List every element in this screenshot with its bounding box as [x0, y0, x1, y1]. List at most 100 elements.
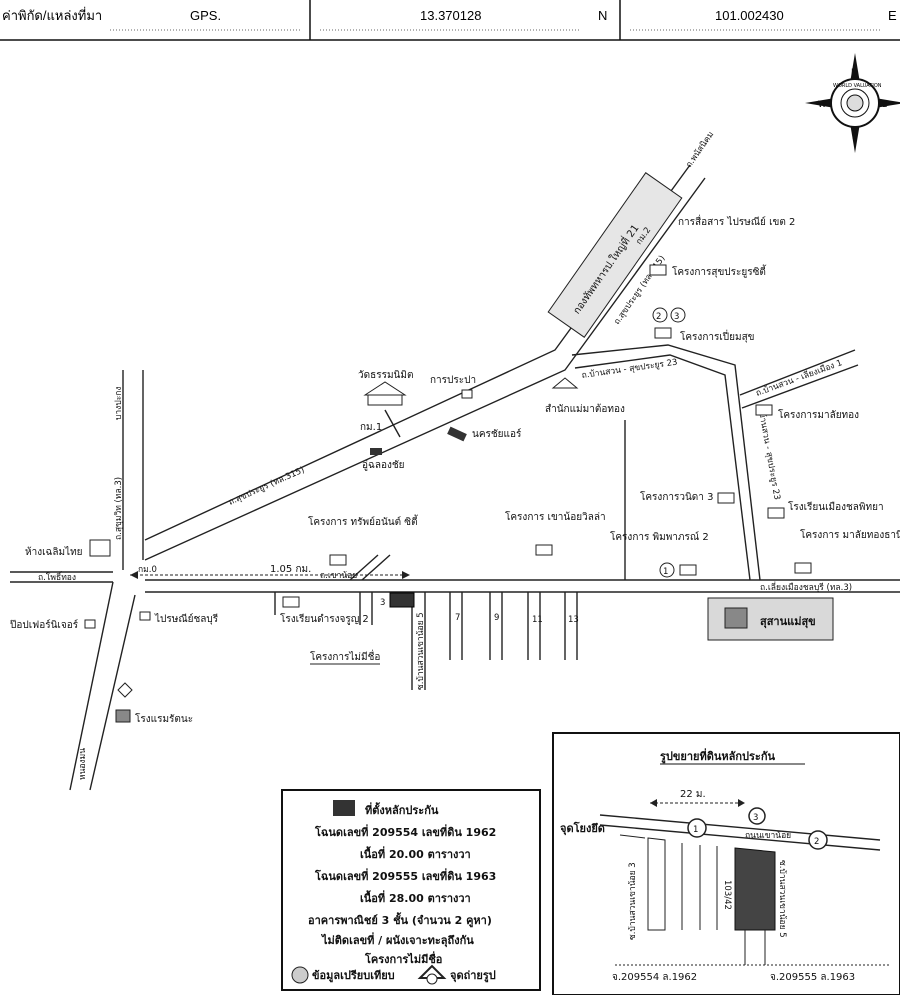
road-sukhumvit-label: ถ.สุขุมวิท (ทล.3) — [114, 477, 124, 540]
road-liangmueang-label: ถ.เลี่ยงเมืองชลบุรี (ทล.3) — [760, 581, 852, 593]
inset-house-number: 103/42 — [722, 880, 732, 910]
longitude-value: 101.002430 — [715, 8, 784, 23]
latitude-direction: N — [598, 8, 607, 23]
marker-3-label: 3 — [674, 312, 679, 322]
post-label: ไปรษณีย์ชลบุรี — [154, 613, 219, 625]
inset-deed2: จ.209555 ล.1963 — [770, 972, 855, 983]
collateral-site — [389, 592, 415, 608]
house-icon — [649, 264, 667, 276]
road-bangpakong-label: บางปะกง — [114, 386, 124, 420]
temple-icon — [363, 381, 407, 396]
legend-line7: โครงการไม่มีชื่อ — [364, 951, 442, 966]
marker-1-icon — [659, 562, 675, 578]
shop-icon — [117, 682, 133, 698]
marker-3-icon — [670, 307, 686, 323]
school-muang-label: โรงเรียนเมืองชลพิทยา — [788, 500, 884, 513]
p-pimpa-label: โครงการ พิมพาภรณ์ 2 — [610, 530, 709, 543]
cemetery-icon — [724, 607, 748, 629]
school-icon — [767, 507, 785, 519]
legend-line2: เนื้อที่ 20.00 ตารางวา — [360, 846, 471, 861]
legend-line5: อาคารพาณิชย์ 3 ชั้น (จำนวน 2 คูหา) — [308, 912, 492, 928]
distance-label: 1.05 กม. — [270, 564, 311, 575]
road-network — [10, 164, 900, 791]
inset-enlargement: รูปขยายที่ดินหลักประกัน 22 ม. จุดโยงยึด … — [552, 732, 900, 995]
maechi-label: สำนักแม่มาต้อทอง — [545, 403, 625, 415]
longitude-direction: E — [888, 8, 897, 23]
coord-source: GPS. — [190, 8, 221, 23]
compass-n: N — [851, 68, 857, 78]
bus-icon — [447, 426, 467, 442]
soi-11-label: 11 — [532, 615, 543, 625]
place-markers: โครงการสุขประยูรซิตี้ การสื่อสาร ไปรษณีย… — [9, 214, 900, 725]
p-maletong2-label: โครงการ มาลัยทองธานี 2 — [800, 528, 900, 541]
school-dam-label: โรงเรียนดำรงจรูญ 2 — [280, 612, 369, 625]
cat-label: การสื่อสาร ไปรษณีย์ เขต 2 — [678, 214, 795, 228]
house-icon — [329, 554, 347, 566]
house-icon — [679, 564, 697, 576]
compass-e: E — [882, 100, 887, 110]
marker-2-label: 2 — [656, 312, 661, 322]
popper-label: ป๊อปเฟอร์นิเจอร์ — [9, 619, 78, 631]
hotel-label: โรงแรมรัตนะ — [135, 712, 193, 725]
inset-anchor: จุดโยงยึด — [560, 821, 605, 836]
inset-road: ถนนเขาน้อย — [745, 830, 791, 841]
inset-marker-3-icon — [748, 807, 766, 825]
p-maletong-label: โครงการมาลัยทอง — [778, 408, 859, 421]
inset-marker-2: 2 — [814, 837, 819, 847]
inset-soi-right: ซ.บ้านสวนเขาน้อย 5 — [777, 860, 788, 938]
soi-3-label: 3 — [380, 598, 385, 608]
marker-1-label: 1 — [663, 567, 668, 577]
soi-9-label: 9 — [494, 613, 499, 623]
p-khaonoi-label: โครงการ เขาน้อยวิลล่า — [505, 510, 606, 523]
house-icon — [717, 492, 735, 504]
coordinate-header: ค่าพิกัด/แหล่งที่มา GPS. 13.370128 N 101… — [0, 0, 900, 41]
road-phanat-label: ถ.พนัสนิคม — [684, 130, 716, 170]
inset-marker-2-icon — [808, 830, 828, 850]
wat-label: วัดธรรมนิมิต — [358, 370, 413, 381]
p-pleamsuk-label: โครงการเปี่ยมสุข — [680, 329, 755, 343]
legend-box: ที่ตั้งหลักประกัน โฉนดเลขที่ 209554 เลขท… — [281, 789, 541, 991]
post-icon — [139, 611, 151, 621]
house-icon — [794, 562, 812, 574]
inset-marker-1: 1 — [693, 825, 698, 835]
p-wanida-label: โครงการวนิดา 3 — [640, 490, 713, 503]
inset-width: 22 ม. — [680, 789, 706, 800]
road-khaonoi-label: ถ.เขาน้อย — [320, 570, 357, 581]
legend-line1: โฉนดเลขที่ 209554 เลขที่ดิน 1962 — [314, 824, 496, 839]
legend-line3: โฉนดเลขที่ 209555 เลขที่ดิน 1963 — [314, 868, 496, 883]
legend-line6: ไม่ติดเลขที่ / ผนังเจาะทะลุถึงกัน — [320, 932, 474, 948]
soi-7-label: 7 — [455, 613, 460, 623]
coord-label: ค่าพิกัด/แหล่งที่มา — [2, 7, 102, 23]
car-icon — [370, 448, 382, 455]
waterworks-label: การประปา — [430, 375, 476, 386]
mall-icon — [89, 539, 111, 557]
inset-deed1: จ.209554 ล.1962 — [612, 972, 697, 983]
road-phothong-label: ถ.โพธิ์ทอง — [38, 571, 76, 583]
road-nongmon-label: หนองมน — [78, 748, 88, 780]
road-sukprayoon-label: ถ.สุขประยูร (ทล.315) — [227, 465, 306, 507]
mall-label: ห้างเฉลิมไทย — [25, 546, 83, 558]
no-name-label: โครงการไม่มีชื่อ — [310, 649, 380, 663]
legend-line4: เนื้อที่ 28.00 ตารางวา — [360, 890, 471, 905]
inset-marker-1-icon — [687, 818, 707, 838]
marker-2-icon — [652, 307, 668, 323]
compare-icon — [291, 966, 309, 984]
compass-ring-text: WORLD VALUATION — [833, 83, 882, 89]
auchong-label: อู่ฉลองชัย — [362, 460, 404, 471]
km0-label: กม.0 — [138, 565, 157, 575]
hotel-icon — [115, 709, 131, 723]
legend-photo: จุดถ่ายรูป — [450, 969, 496, 983]
furniture-icon — [84, 619, 96, 629]
school-icon — [282, 596, 300, 608]
inset-marker-3: 3 — [753, 813, 758, 823]
waterworks-icon — [461, 389, 473, 399]
legend-title: ที่ตั้งหลักประกัน — [365, 802, 439, 817]
road-soi-khaonoi5-label: ซ.บ้านสวนเขาน้อย 5 — [415, 612, 426, 690]
compass-icon: N S E W WORLD VALUATION — [805, 53, 900, 153]
km1-label: กม.1 — [360, 422, 382, 433]
p-sapon-label: โครงการ ทรัพย์อนันต์ ซิตี้ — [308, 514, 419, 528]
soi-13-label: 13 — [568, 615, 579, 625]
compass-s: S — [852, 132, 857, 142]
